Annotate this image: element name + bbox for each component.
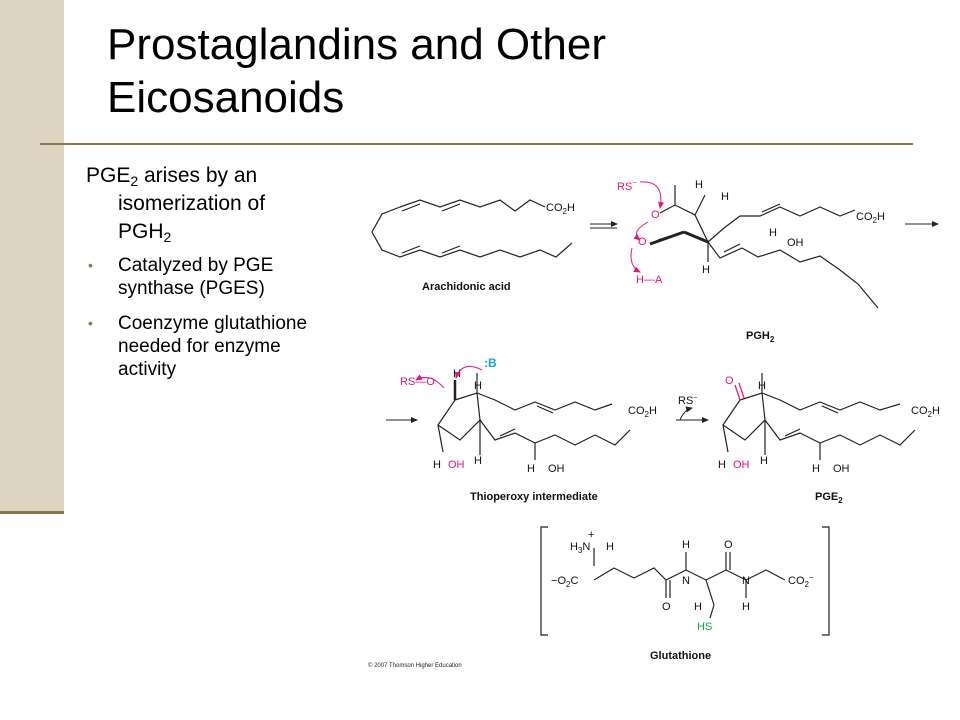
pgh2-structure bbox=[649, 185, 879, 309]
glutathione-o1: O bbox=[662, 601, 671, 613]
thioperoxy-oh-c11: OH bbox=[448, 459, 465, 471]
glutathione-carboxylate: −O2C bbox=[551, 575, 578, 589]
label-glutathione: Glutathione bbox=[650, 650, 711, 662]
title-divider bbox=[40, 143, 913, 145]
lead-cont-2-wrap: PGH2 bbox=[86, 218, 338, 246]
thioperoxy-h-c15: H bbox=[527, 463, 535, 475]
glutathione-o2: O bbox=[724, 539, 733, 551]
lead-middle: arises by an bbox=[138, 164, 258, 187]
thioperoxy-h-c12: H bbox=[474, 455, 482, 467]
pgh2-h-bottom: H bbox=[702, 264, 710, 276]
thioperoxy-h-c11: H bbox=[433, 459, 441, 471]
mechanism-arrow bbox=[630, 247, 641, 273]
arachidonic-co2h: CO2H bbox=[546, 202, 575, 216]
thioperoxy-base: :B bbox=[484, 356, 497, 370]
thioperoxy-h-c8: H bbox=[474, 380, 482, 392]
title-line-1: Prostaglandins and Other bbox=[107, 20, 606, 69]
pgh2-o-lower: O bbox=[638, 236, 647, 248]
mechanism-arrow bbox=[639, 181, 665, 209]
pge2-h-c8: H bbox=[758, 380, 766, 392]
lead-cont-2: PGH bbox=[118, 220, 164, 243]
bullet-list: Catalyzed by PGE synthase (PGES) Coenzym… bbox=[86, 254, 338, 381]
accent-bar-bottom-rule bbox=[0, 511, 64, 514]
pge2-co2h: CO2H bbox=[911, 405, 940, 419]
thioperoxy-rs-o: RS—O bbox=[400, 376, 435, 388]
pgh2-h-a: H—A bbox=[636, 274, 663, 286]
glutathione-structure bbox=[593, 548, 786, 619]
mechanism-arrow bbox=[633, 221, 649, 241]
thioperoxy-h-c9: H bbox=[453, 368, 461, 380]
glutathione-ammonium: H3N bbox=[570, 541, 590, 555]
pgh2-o-upper: O bbox=[651, 209, 660, 221]
label-pge2: PGE2 bbox=[815, 491, 843, 505]
pge2-structure bbox=[722, 373, 916, 460]
arachidonic-acid-structure bbox=[371, 199, 573, 258]
pge2-h-c15: H bbox=[812, 463, 820, 475]
copyright-notice: © 2007 Thomson Higher Education bbox=[368, 662, 462, 669]
glutathione-h-cys: H bbox=[694, 601, 702, 613]
glutathione-h-n1: H bbox=[682, 539, 690, 551]
left-accent-bar bbox=[0, 0, 64, 512]
reaction-arrow-release bbox=[679, 406, 693, 421]
lead-cont-1: isomerization of bbox=[118, 192, 266, 215]
pge2-oh-c11: OH bbox=[733, 459, 750, 471]
pgh2-h-c15: H bbox=[769, 227, 777, 239]
lead-sub-2: 2 bbox=[163, 229, 172, 245]
thioperoxy-structure bbox=[437, 373, 631, 460]
page-title: Prostaglandins and Other Eicosanoids bbox=[107, 18, 606, 124]
pge2-h-c12: H bbox=[760, 455, 768, 467]
accent-bar-edge bbox=[64, 0, 66, 512]
pge2-keto-o: O bbox=[725, 375, 734, 387]
pgh2-h-right: H bbox=[721, 191, 729, 203]
glutathione-brackets bbox=[540, 526, 830, 636]
pgh2-h-top: H bbox=[695, 179, 703, 191]
mechanism-arrow bbox=[415, 374, 445, 389]
label-pgh2: PGH2 bbox=[746, 330, 775, 344]
glutathione-plus: + bbox=[588, 529, 594, 541]
pgh2-co2h: CO2H bbox=[856, 211, 885, 225]
title-line-2: Eicosanoids bbox=[107, 73, 345, 122]
lead-prefix: PGE bbox=[86, 164, 131, 187]
released-rs-minus: RS− bbox=[678, 395, 697, 407]
glutathione-n1: N bbox=[682, 575, 690, 587]
pgh2-rs-minus: RS− bbox=[617, 178, 637, 193]
glutathione-h-alpha: H bbox=[606, 541, 614, 553]
glutathione-hs: HS bbox=[697, 621, 712, 633]
thioperoxy-oh-c15: OH bbox=[548, 463, 565, 475]
pge2-oh-c15: OH bbox=[833, 463, 850, 475]
glutathione-co2-minus: CO2− bbox=[788, 573, 814, 589]
label-thioperoxy: Thioperoxy intermediate bbox=[470, 491, 598, 503]
slide-body: PGE2 arises by an isomerization of PGH2 … bbox=[86, 162, 338, 393]
bullet-item: Catalyzed by PGE synthase (PGES) bbox=[86, 254, 338, 300]
bullet-item: Coenzyme glutathione needed for enzyme a… bbox=[86, 312, 338, 381]
lead-sub-1: 2 bbox=[130, 173, 139, 189]
mechanism-arrow bbox=[455, 365, 483, 379]
pgh2-oh: OH bbox=[787, 237, 804, 249]
lead-paragraph: PGE2 arises by an isomerization of PGH2 bbox=[86, 162, 338, 246]
glutathione-h-n2: H bbox=[742, 601, 750, 613]
pge2-h-c11: H bbox=[718, 459, 726, 471]
thioperoxy-co2h: CO2H bbox=[628, 405, 657, 419]
glutathione-n2: N bbox=[742, 575, 750, 587]
label-arachidonic-acid: Arachidonic acid bbox=[422, 281, 511, 293]
